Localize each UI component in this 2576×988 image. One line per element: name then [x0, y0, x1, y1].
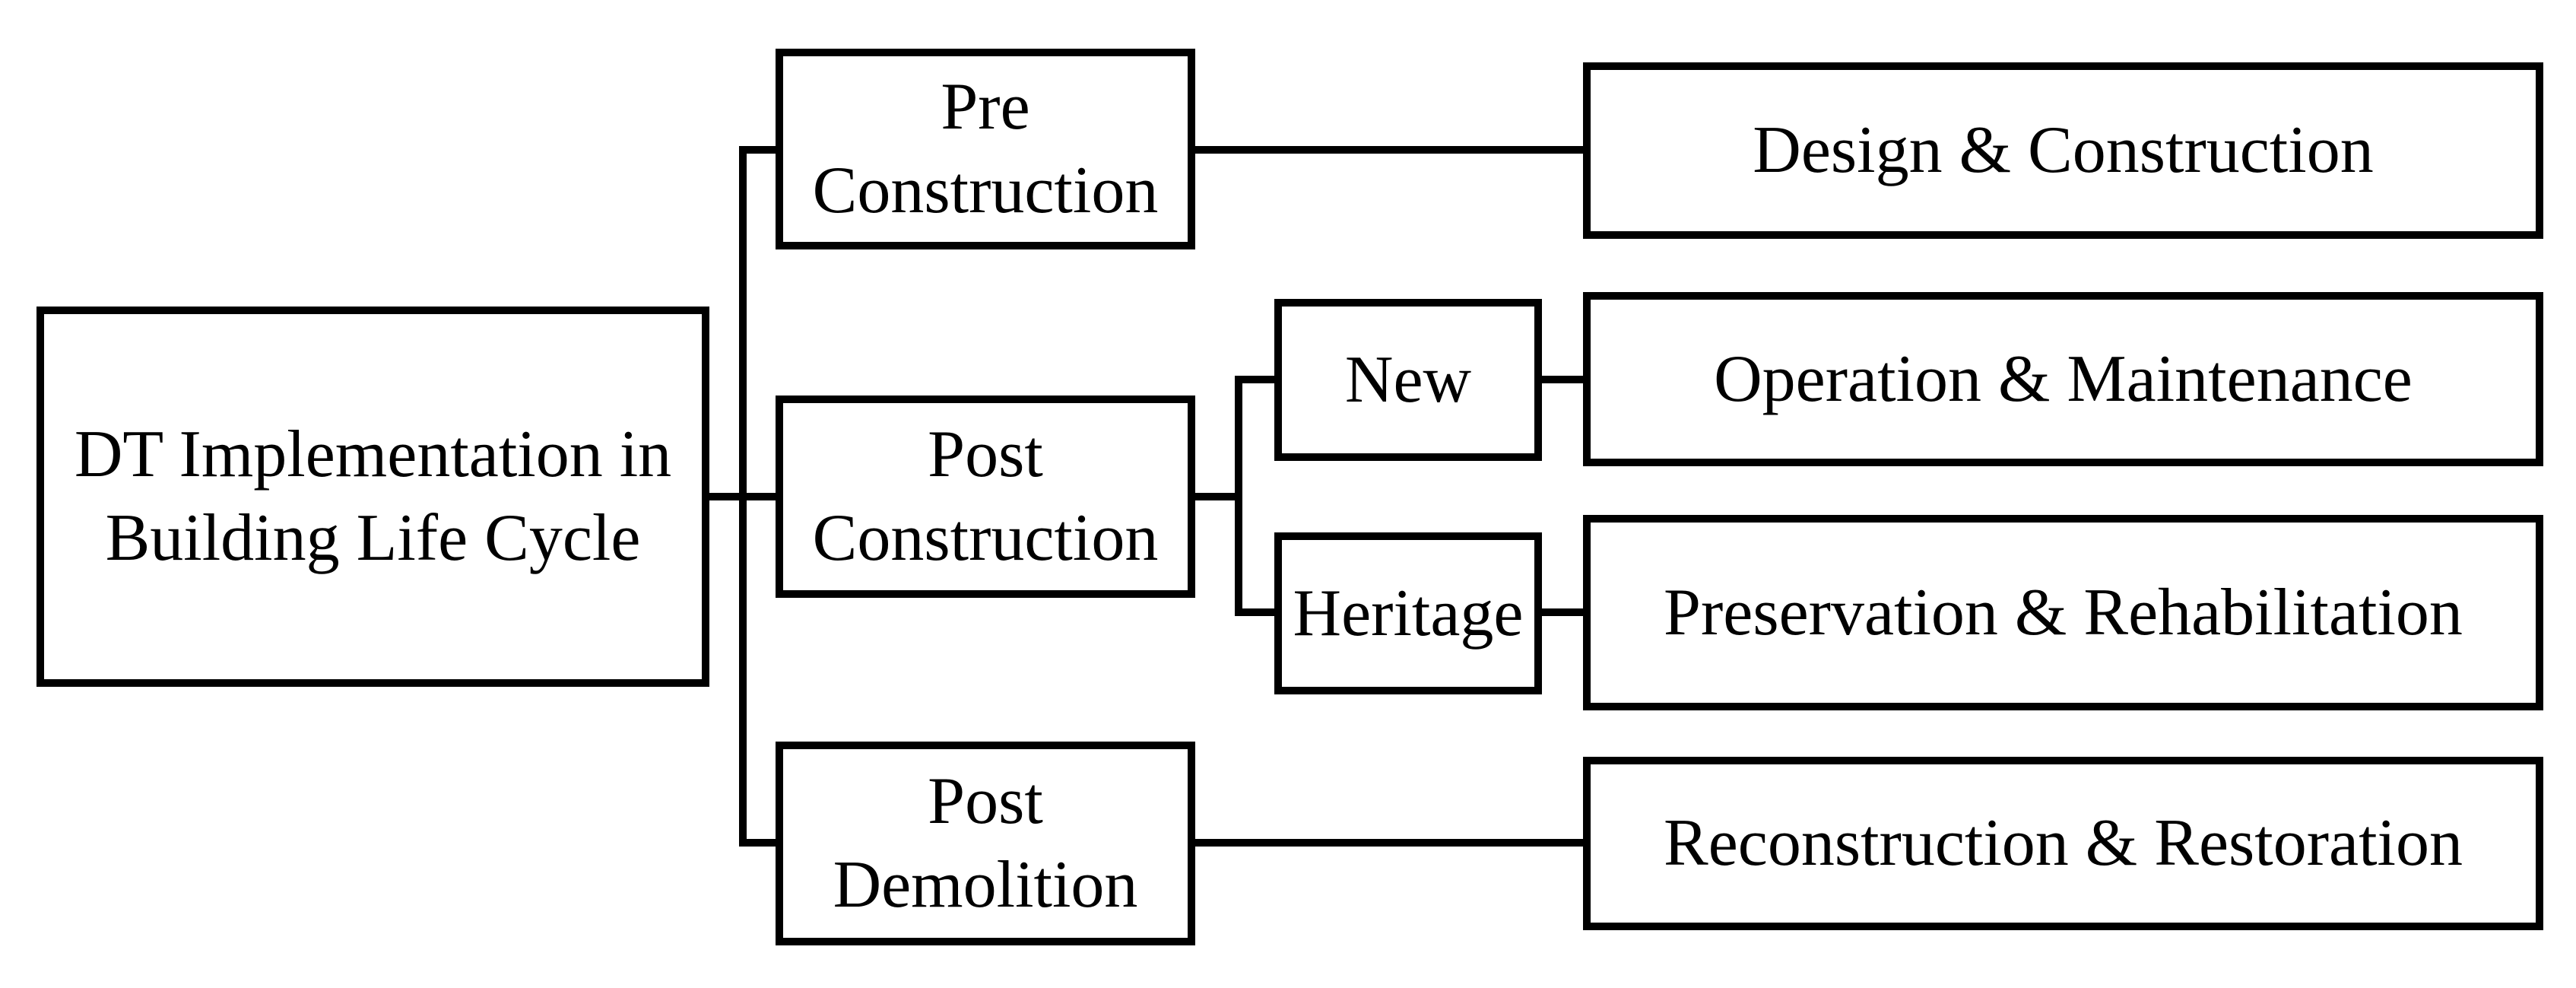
node-heritage: Heritage [1274, 532, 1542, 694]
node-label-line: Operation & Maintenance [1714, 342, 2413, 416]
node-operation-maintenance: Operation & Maintenance [1583, 292, 2543, 466]
connector-trunk-vertical [739, 147, 747, 847]
node-pre-construction: Pre Construction [776, 49, 1195, 249]
connector-subtrunk-vertical [1235, 376, 1242, 616]
node-design-construction: Design & Construction [1583, 62, 2543, 239]
connector-pre-construction-to-design-construction [1195, 146, 1583, 154]
node-post-demolition: Post Demolition [776, 742, 1195, 945]
connector-subtrunk-to-new [1235, 376, 1274, 383]
connector-subtrunk-to-heritage [1235, 608, 1274, 616]
node-label-line: DT Implementation in [74, 418, 672, 491]
node-label-line: Pre [941, 70, 1030, 144]
node-label-line: Heritage [1293, 576, 1524, 650]
node-reconstruction-restoration: Reconstruction & Restoration [1583, 757, 2543, 930]
node-root: DT Implementation in Building Life Cycle [36, 307, 709, 687]
connector-new-to-operation-maintenance [1542, 376, 1583, 383]
node-label-line: Post [928, 418, 1043, 491]
node-label-line: Preservation & Rehabilitation [1664, 575, 2463, 650]
node-label-line: New [1344, 342, 1472, 417]
node-preservation-rehabilitation: Preservation & Rehabilitation [1583, 515, 2543, 710]
node-label-line: Post [928, 764, 1043, 838]
node-label-line: Design & Construction [1753, 113, 2374, 187]
node-new: New [1274, 299, 1542, 461]
node-label-line: Demolition [833, 848, 1138, 922]
connector-post-demolition-to-reconstruction-restoration [1195, 839, 1583, 847]
node-post-construction: Post Construction [776, 396, 1195, 598]
connector-post-construction-to-subtrunk [1195, 493, 1242, 500]
connector-heritage-to-preservation-rehabilitation [1542, 608, 1583, 616]
connector-trunk-to-pre-construction [739, 146, 776, 154]
node-label-line: Construction [812, 154, 1159, 227]
node-label-line: Building Life Cycle [105, 501, 641, 575]
node-label-line: Reconstruction & Restoration [1664, 806, 2463, 880]
connector-trunk-to-post-demolition [739, 839, 776, 847]
node-label-line: Construction [812, 501, 1159, 575]
